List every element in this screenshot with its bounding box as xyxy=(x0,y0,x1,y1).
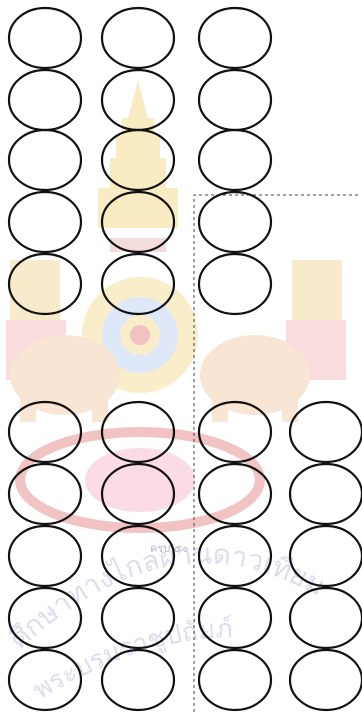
bubble-top-r1-c3[interactable] xyxy=(199,8,271,68)
left-elephant xyxy=(10,335,120,422)
crown-emblem xyxy=(98,80,178,252)
bubble-top-r2-c3[interactable] xyxy=(199,70,271,130)
bubble-bottom-r5-c4[interactable] xyxy=(290,650,362,710)
bubble-top-r1-c2[interactable] xyxy=(102,8,174,68)
ribbon-ring xyxy=(20,432,260,528)
bubble-bottom-r2-c4[interactable] xyxy=(290,464,362,524)
bubble-top-r5-c3[interactable] xyxy=(199,254,271,314)
bubble-top-r3-c1[interactable] xyxy=(9,130,81,190)
bubble-top-r3-c3[interactable] xyxy=(199,130,271,190)
bubble-bottom-r1-c4[interactable] xyxy=(290,402,362,462)
bubble-bottom-r4-c4[interactable] xyxy=(290,588,362,648)
bubble-top-r1-c1[interactable] xyxy=(9,8,81,68)
right-elephant xyxy=(200,335,310,422)
bubble-bottom-r3-c1[interactable] xyxy=(9,526,81,586)
bubble-top-r4-c3[interactable] xyxy=(199,192,271,252)
bubble-top-r2-c1[interactable] xyxy=(9,70,81,130)
bubble-bottom-r5-c3[interactable] xyxy=(199,650,271,710)
bubble-top-r4-c1[interactable] xyxy=(9,192,81,252)
